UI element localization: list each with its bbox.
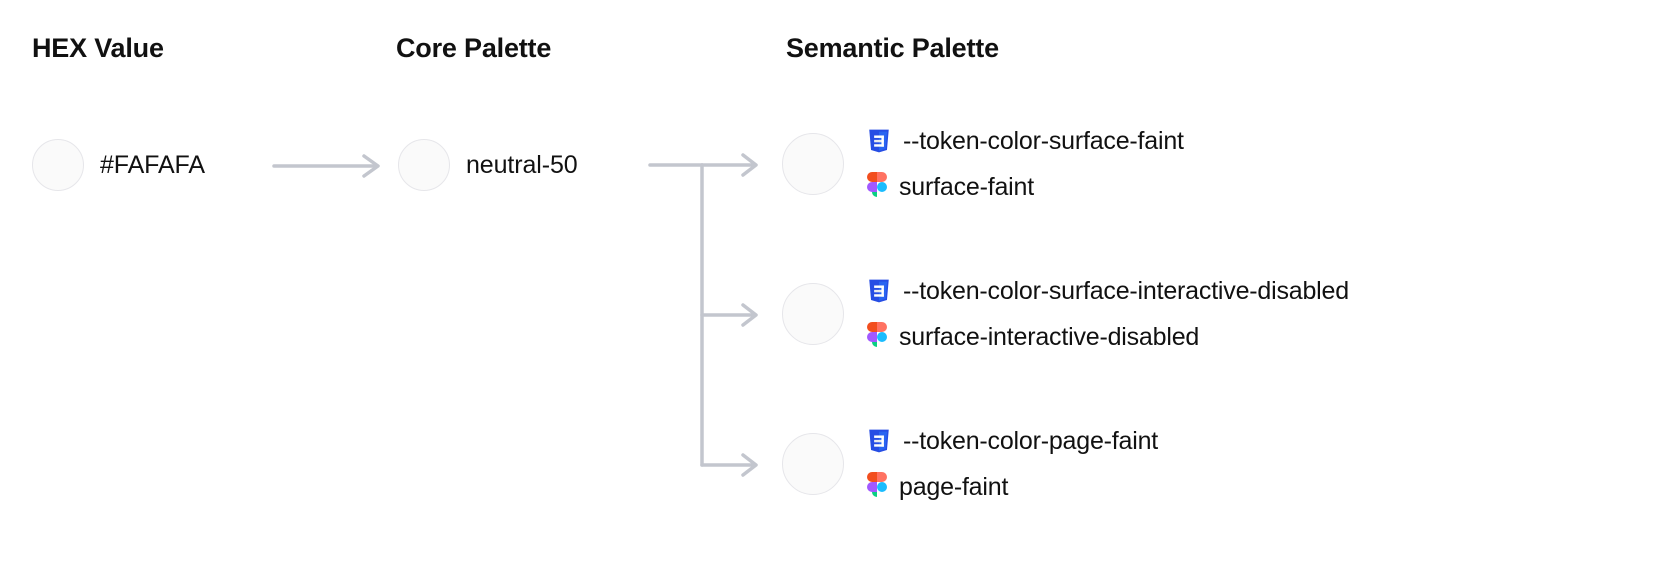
figma-token-line: surface-faint: [866, 172, 1184, 202]
arrow-right-icon: [272, 154, 380, 178]
figma-icon: [867, 472, 887, 497]
semantic-token-labels: --token-color-surface-interactive-disabl…: [866, 276, 1349, 352]
figma-token-line: surface-interactive-disabled: [866, 322, 1349, 352]
hex-color-swatch: [32, 139, 84, 191]
core-palette-group: neutral-50: [398, 139, 578, 191]
css-token-line: --token-color-page-faint: [866, 426, 1158, 456]
semantic-token-labels: --token-color-surface-faint surface-fain…: [866, 126, 1184, 202]
figma-token-label: surface-faint: [899, 172, 1034, 201]
core-color-swatch: [398, 139, 450, 191]
semantic-color-swatch: [782, 283, 844, 345]
hex-value-label: #FAFAFA: [100, 150, 205, 179]
css3-icon: [869, 129, 889, 153]
figma-icon: [867, 322, 887, 347]
semantic-token-row: --token-color-surface-faint surface-fain…: [782, 126, 1184, 202]
column-headings: HEX Value Core Palette Semantic Palette: [0, 0, 1672, 90]
css-token-label: --token-color-page-faint: [903, 426, 1159, 455]
semantic-token-row: --token-color-surface-interactive-disabl…: [782, 276, 1349, 352]
heading-hex-value: HEX Value: [32, 33, 164, 63]
css-token-line: --token-color-surface-interactive-disabl…: [866, 276, 1349, 306]
hex-value-group: #FAFAFA: [32, 139, 205, 191]
heading-semantic-palette: Semantic Palette: [786, 33, 999, 63]
semantic-token-row: --token-color-page-faint page-faint: [782, 426, 1158, 502]
figma-icon: [867, 172, 887, 197]
css-token-label: --token-color-surface-interactive-disabl…: [903, 276, 1349, 305]
figma-token-label: surface-interactive-disabled: [899, 322, 1200, 351]
semantic-color-swatch: [782, 433, 844, 495]
semantic-color-swatch: [782, 133, 844, 195]
core-value-label: neutral-50: [466, 150, 578, 179]
css-token-label: --token-color-surface-faint: [903, 126, 1184, 155]
semantic-palette-column: --token-color-surface-faint surface-fain…: [782, 0, 1672, 584]
semantic-token-labels: --token-color-page-faint page-faint: [866, 426, 1158, 502]
heading-core-palette: Core Palette: [396, 33, 552, 63]
branch-connector-icon: [648, 153, 758, 477]
css3-icon: [869, 429, 889, 453]
css-token-line: --token-color-surface-faint: [866, 126, 1184, 156]
figma-token-line: page-faint: [866, 472, 1158, 502]
css3-icon: [869, 279, 889, 303]
figma-token-label: page-faint: [899, 472, 1009, 501]
